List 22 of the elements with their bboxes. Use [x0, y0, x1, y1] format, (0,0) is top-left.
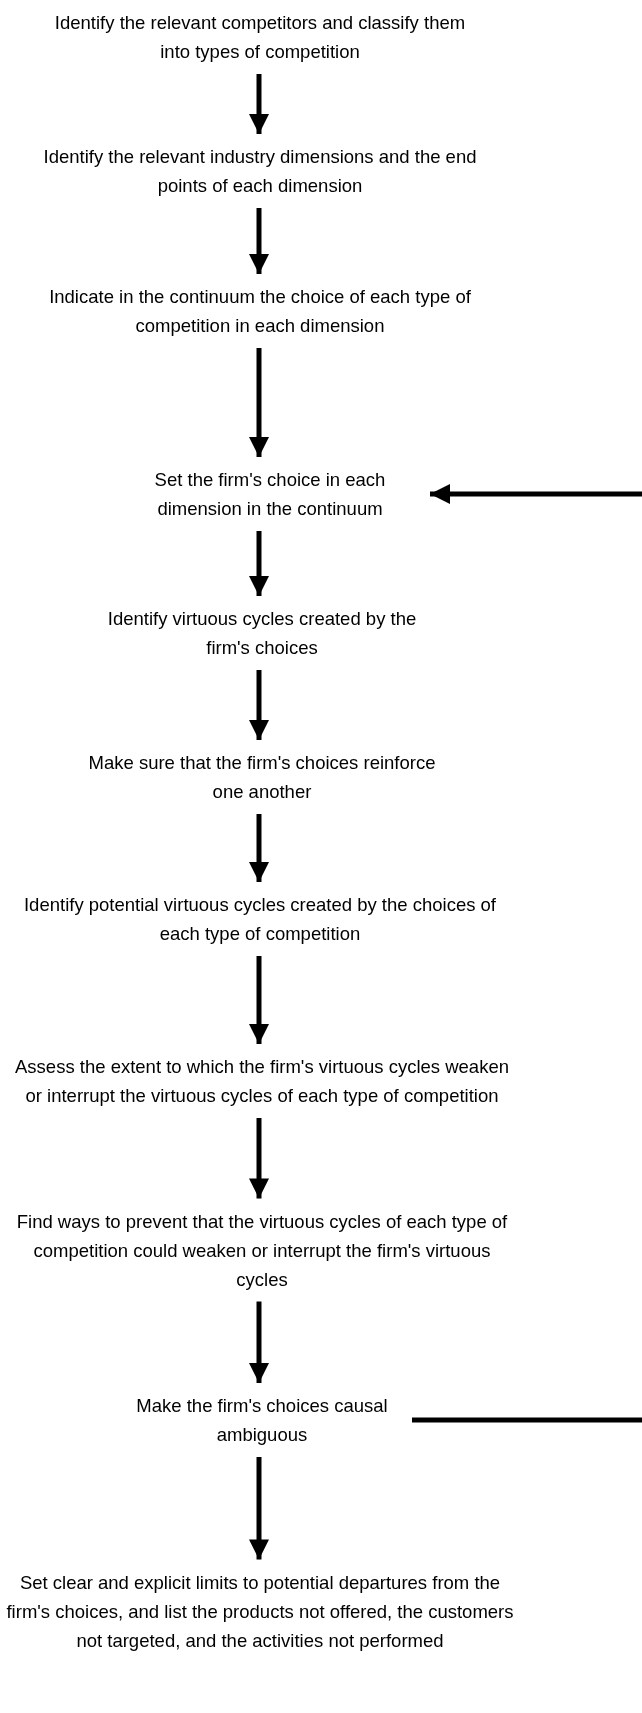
- step-text: Indicate in the continuum the choice of each type of competition in each dimension: [48, 285, 472, 338]
- arrow: [249, 814, 269, 882]
- arrow: [249, 74, 269, 134]
- arrow: [249, 670, 269, 740]
- arrow: [249, 956, 269, 1044]
- arrow: [249, 348, 269, 457]
- step-text: Identify the relevant industry dimensions and the end points of each dimension: [42, 145, 478, 198]
- step-text: Identify the relevant competitors and classify them into types of competition: [53, 11, 467, 64]
- step-text: Set clear and explicit limits to potential departures from the firm's choices, and list the products not offered, the customers not targeted, and the activities not performed: [5, 1570, 515, 1653]
- arrow: [430, 484, 642, 504]
- step-text: Assess the extent to which the firm's virtuous cycles weaken or interrupt the virtuous cycles of each type of competition: [14, 1055, 510, 1108]
- step-text: Identify potential virtuous cycles created by the choices of each type of competition: [23, 893, 497, 946]
- step-text: Find ways to prevent that the virtuous cycles of each type of competition could weaken or interrupt the firm's virtuous cycles: [15, 1209, 509, 1292]
- step-text: Make the firm's choices causal ambiguous: [135, 1394, 389, 1447]
- arrow: [249, 208, 269, 274]
- arrow: [249, 1301, 269, 1383]
- step-text: Set the firm's choice in each dimension in the continuum: [153, 468, 387, 521]
- arrow: [249, 531, 269, 596]
- arrow: [249, 1118, 269, 1199]
- arrow: [249, 1457, 269, 1560]
- step-text: Make sure that the firm's choices reinforce one another: [87, 751, 437, 804]
- step-text: Identify virtuous cycles created by the firm's choices: [107, 607, 417, 660]
